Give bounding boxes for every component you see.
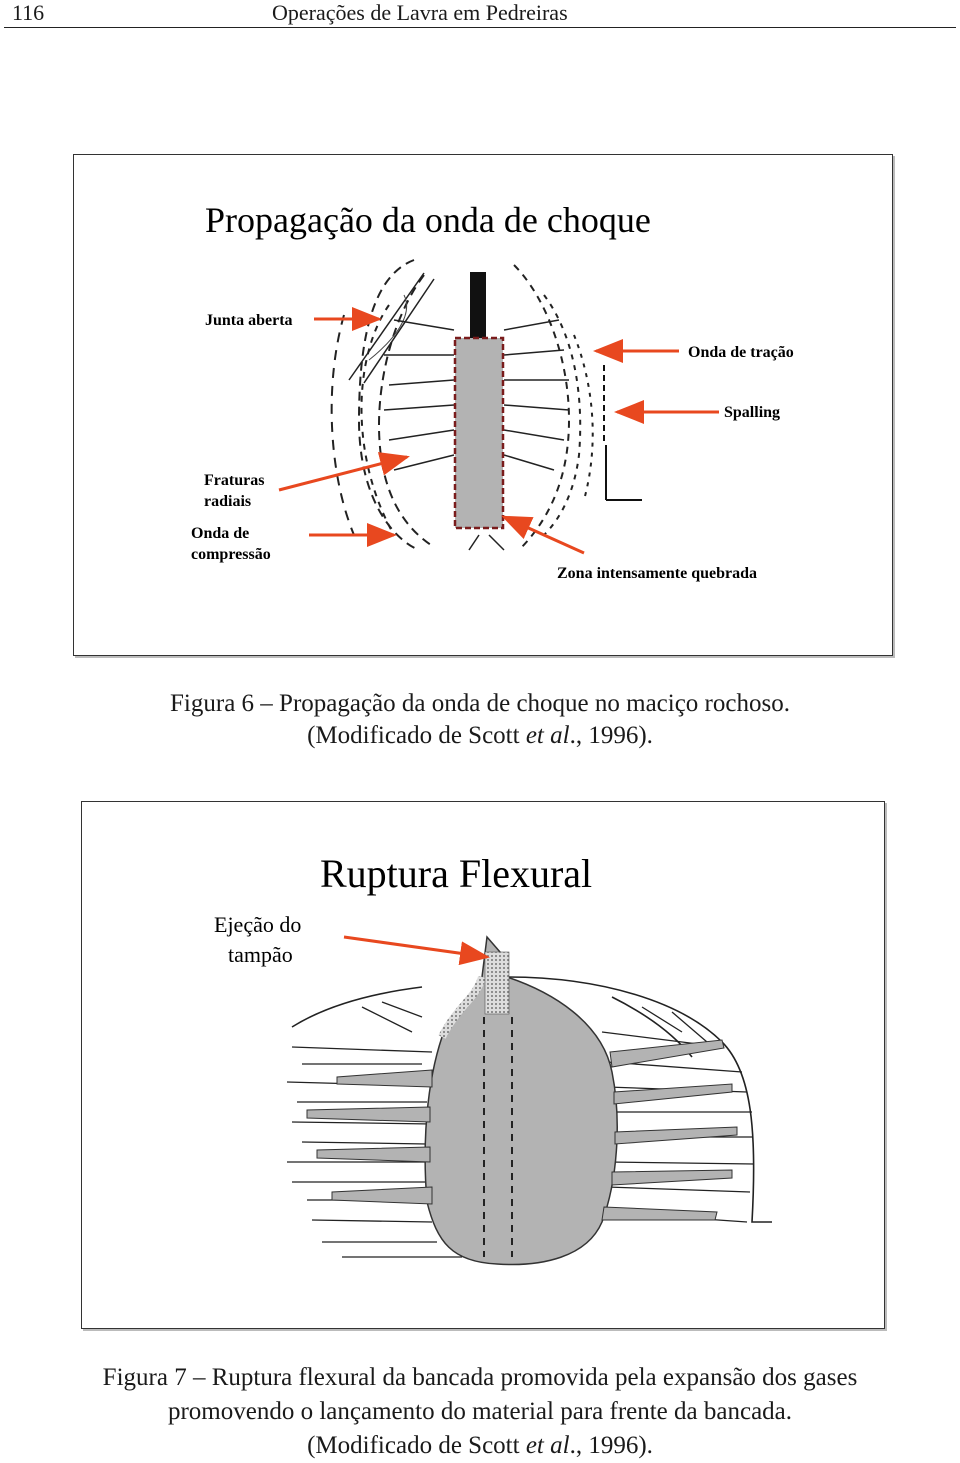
free-face — [603, 365, 642, 501]
figure-7-caption-line2: promovendo o lançamento do material para… — [167, 1398, 793, 1425]
arrow-radial-fractures — [278, 452, 410, 492]
header-rule — [4, 27, 956, 28]
figure-7-title: Ruptura Flexural — [320, 851, 592, 896]
label-crushed-zone: Zona intensamente quebrada — [557, 565, 757, 582]
arrow-plug-ejection — [343, 935, 490, 966]
borehole-walls — [483, 1017, 513, 1257]
figure-6-arrows — [278, 307, 719, 555]
page-number: 116 — [12, 0, 45, 25]
label-radial-fractures-2: radiais — [204, 493, 251, 510]
radial-fractures — [383, 319, 570, 551]
figure-7-panel: Ruptura Flexural Ejeção do tampão — [81, 801, 885, 1329]
figure-6-caption-line2: (Modificado de Scott et al., 1996). — [307, 722, 653, 749]
figure-7-caption-line3: (Modificado de Scott et al., 1996). — [307, 1432, 653, 1459]
borehole-charge — [453, 336, 505, 530]
label-spalling: Spalling — [724, 404, 780, 421]
stemming-plug — [484, 951, 510, 1015]
figure-7-label-line2: tampão — [228, 942, 293, 967]
cracks-right — [601, 1006, 755, 1223]
figure-7-caption-line1: Figura 7 – Ruptura flexural da bancada p… — [102, 1364, 858, 1391]
figure-7-diagram: Ruptura Flexural Ejeção do tampão — [214, 851, 772, 1266]
figure-7-label-line1: Ejeção do — [214, 912, 301, 937]
open-joint — [348, 272, 435, 384]
label-compression-wave-1: Onda de — [191, 525, 249, 542]
running-title: Operações de Lavra em Pedreiras — [272, 0, 568, 25]
page-header: 116 Operações de Lavra em Pedreiras — [0, 0, 960, 28]
body-rim-left — [438, 975, 486, 1039]
borehole-stemming — [470, 272, 486, 342]
label-open-joint: Junta aberta — [205, 312, 293, 329]
gas-fingers — [306, 1039, 738, 1221]
label-radial-fractures-1: Fraturas — [204, 472, 264, 489]
figure-6-panel: Propagação da onda de choque — [73, 154, 893, 656]
figure-6-diagram: Propagação da onda de choque — [191, 200, 794, 582]
arrow-crushed-zone — [501, 515, 585, 555]
label-compression-wave-2: compressão — [191, 546, 271, 563]
label-tension-wave: Onda de tração — [688, 344, 794, 361]
gas-expansion-body — [424, 935, 618, 1266]
figure-7-caption: Figura 7 – Ruptura flexural da bancada p… — [0, 1361, 960, 1463]
figure-6-caption-line1: Figura 6 – Propagação da onda de choque … — [170, 690, 790, 717]
figure-6-caption: Figura 6 – Propagação da onda de choque … — [0, 688, 960, 752]
figure-6-title: Propagação da onda de choque — [205, 200, 651, 240]
